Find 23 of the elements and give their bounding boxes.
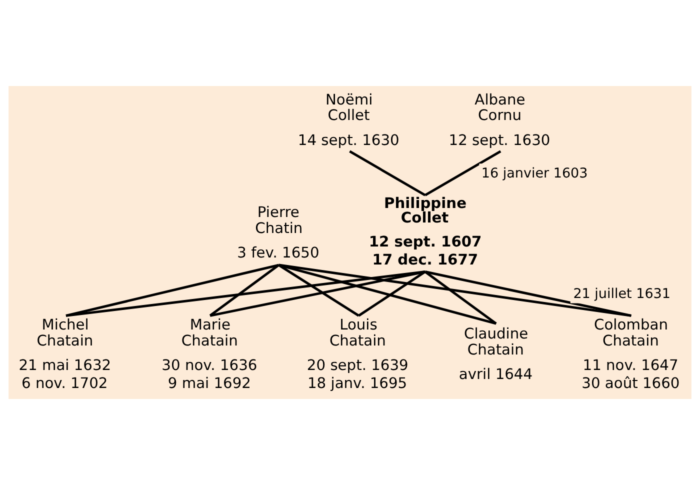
node-text: Albane Cornu 12 sept. 1630 [448, 91, 550, 149]
node-text: Louis Chatain 20 sept. 1639 18 janv. 1695 [306, 316, 408, 392]
connector [349, 150, 426, 196]
node-text: Pierre Chatin 3 fev. 1650 [237, 204, 320, 262]
node-text: Philippine Collet 12 sept. 1607 17 dec. 1677 [368, 195, 482, 268]
connector [278, 264, 360, 317]
node-text: Marie Chatain 30 nov. 1636 9 mai 1692 [162, 316, 258, 392]
edge-label: 16 janvier 1603 [481, 165, 588, 182]
connector [278, 264, 496, 325]
edge-label: 21 juillet 1631 [573, 286, 670, 302]
connector [424, 150, 502, 196]
connector [66, 264, 280, 317]
connector [278, 264, 632, 317]
node-text: Noëmi Collet 14 sept. 1630 [298, 91, 400, 149]
node-text: Michel Chatain 21 mai 1632 6 nov. 1702 [18, 316, 112, 392]
node-text: Claudine Chatain avril 1644 [458, 326, 533, 384]
connector [358, 270, 426, 317]
connector [209, 264, 280, 317]
connector [424, 270, 497, 325]
connector [424, 270, 632, 317]
connector [210, 270, 426, 317]
connector [66, 270, 426, 317]
node-text: Colomban Chatain 11 nov. 1647 30 août 1660 [582, 316, 680, 392]
